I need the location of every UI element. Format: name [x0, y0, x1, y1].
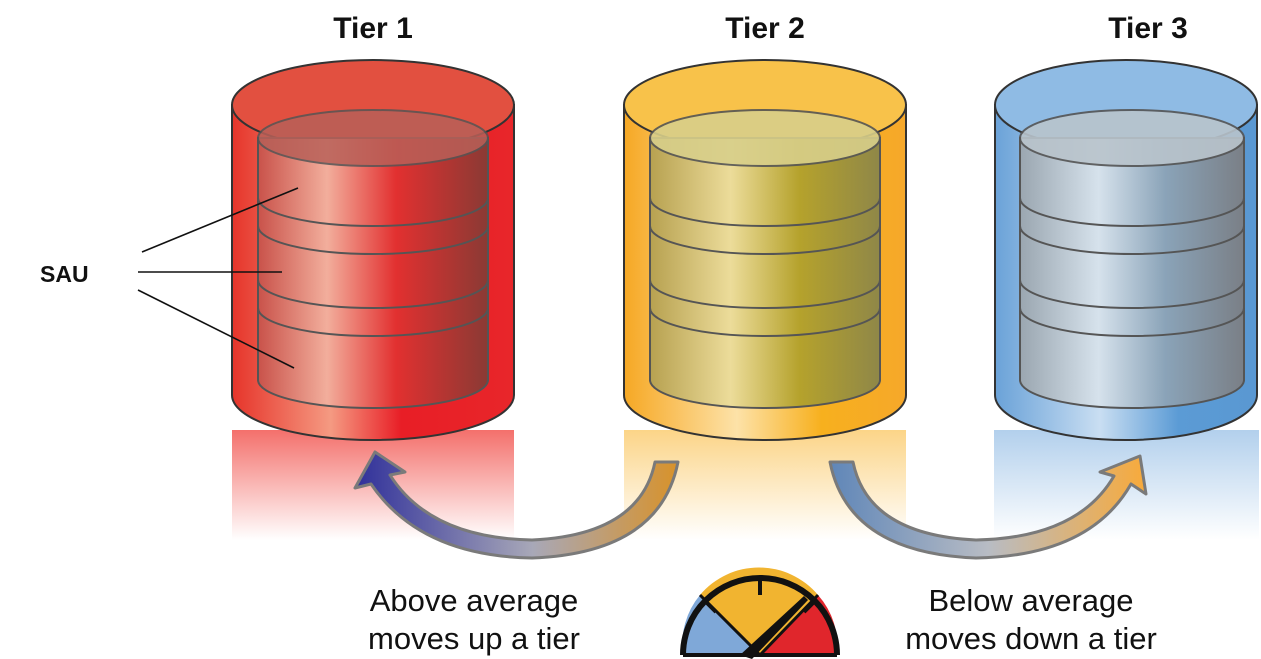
sau-label: SAU [40, 261, 89, 287]
tier-3-title: Tier 3 [1108, 12, 1188, 45]
sau-leader-lines [137, 187, 299, 369]
tier-1-cylinder: Tier 1 [231, 12, 515, 540]
caption-down-line-1: Below average [928, 583, 1133, 618]
caption-up-line-2: moves up a tier [368, 621, 580, 656]
tier-1-disk-stack [257, 109, 489, 409]
sau-leader-line-bottom [137, 289, 295, 369]
tier-2-disk-stack [649, 109, 881, 409]
caption-up-line-1: Above average [370, 583, 579, 618]
tier-3-cylinder: Tier 3 [994, 12, 1259, 540]
speedometer-icon [680, 567, 840, 659]
tier-1-title: Tier 1 [333, 12, 413, 45]
caption-down-line-2: moves down a tier [905, 621, 1157, 656]
tier-2-title: Tier 2 [725, 12, 805, 45]
move-up-arrow [353, 450, 680, 560]
sau-leader-line-top [141, 187, 299, 253]
gauge-needle [740, 596, 808, 659]
move-down-arrow [828, 454, 1148, 560]
tier-3-disk-stack [1019, 109, 1245, 409]
